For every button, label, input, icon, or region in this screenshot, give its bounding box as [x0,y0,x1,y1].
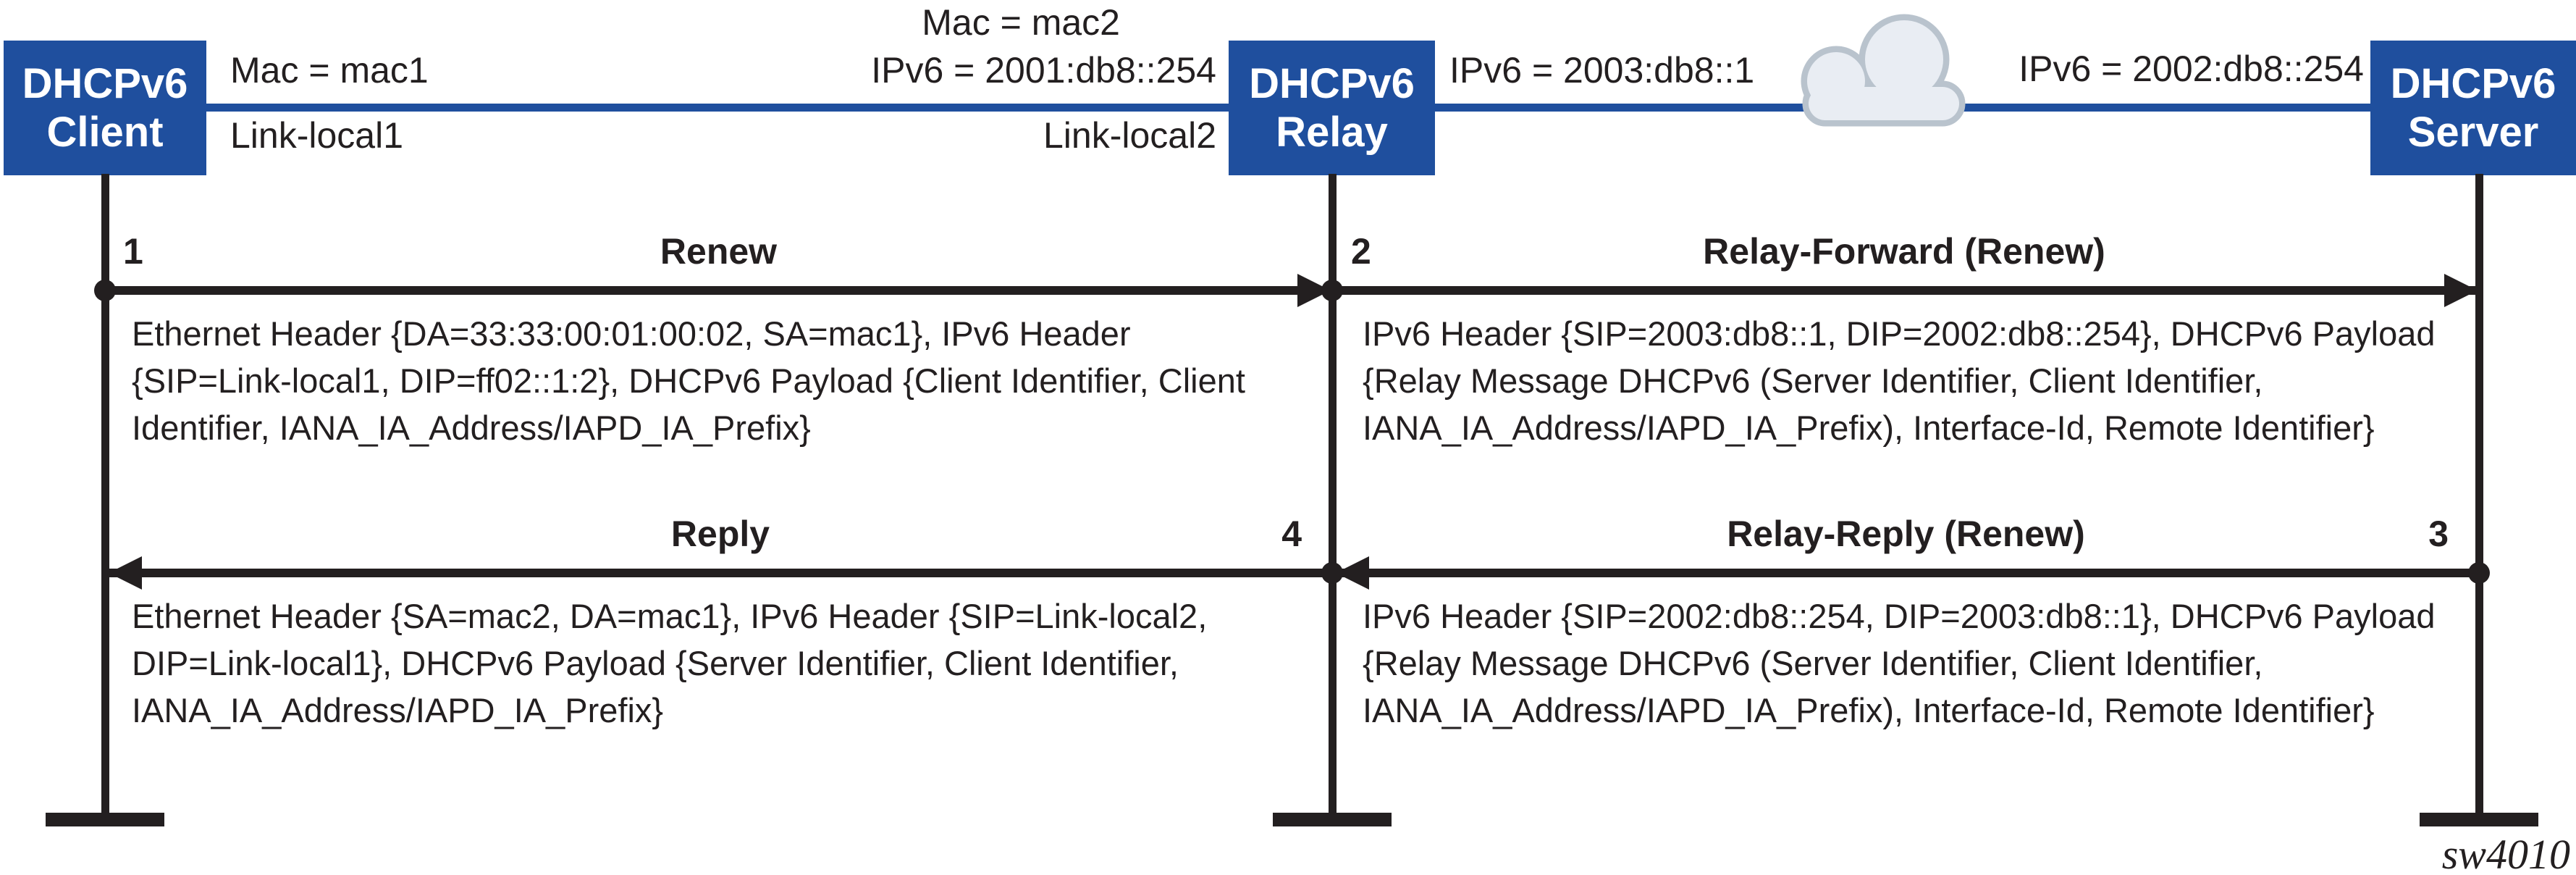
node-relay-line2: Relay [1276,109,1388,156]
message-2-arrow [1332,286,2476,295]
message-4-arrow [109,569,1332,577]
message-1-arrow [105,286,1332,295]
node-client-line1: DHCPv6 [22,60,188,107]
endbar-server [2420,813,2538,826]
figure-id: sw4010 [2441,831,2570,875]
label-relay-linklocal: Link-local2 [1043,115,1216,156]
message-1-label: Renew [660,231,778,272]
wan-cloud-icon [1801,14,1966,127]
node-client-line2: Client [46,109,164,156]
message-4-detail: Ethernet Header {SA=mac2, DA=mac1}, IPv6… [132,597,1208,729]
lifeline-relay [1329,174,1337,814]
message-3-number: 3 [2428,514,2449,554]
message-2-label: Relay-Forward (Renew) [1703,231,2105,272]
message-1-number: 1 [123,231,143,272]
label-relay-ipv6-left: IPv6 = 2001:db8::254 [871,50,1216,91]
message-3-arrow [1336,569,2476,577]
message-3-label: Relay-Reply (Renew) [1727,514,2085,554]
message-2-origin-dot [1321,280,1343,301]
node-dhcpv6-client: DHCPv6 Client [4,41,206,175]
message-1-origin-dot [94,280,116,301]
message-4-arrowhead [109,556,142,590]
label-relay-ipv6-right: IPv6 = 2003:db8::1 [1449,50,1755,91]
message-3-detail: IPv6 Header {SIP=2002:db8::254, DIP=2003… [1363,597,2436,729]
label-client-linklocal: Link-local1 [230,115,404,156]
message-3-arrowhead [1336,556,1369,590]
node-relay-line1: DHCPv6 [1249,60,1415,107]
endbar-client [46,813,164,826]
message-3-origin-dot [2468,562,2490,584]
lifeline-client [101,174,109,814]
link-line [206,104,2370,112]
message-2-arrowhead [2444,274,2478,307]
label-relay-mac: Mac = mac2 [922,2,1120,43]
node-server-line2: Server [2407,109,2539,156]
label-client-mac: Mac = mac1 [230,50,429,91]
endbar-relay [1273,813,1392,826]
message-4-label: Reply [670,514,770,554]
message-2-number: 2 [1351,231,1371,272]
message-1-detail: Ethernet Header {DA=33:33:00:01:00:02, S… [132,314,1245,447]
message-2-detail: IPv6 Header {SIP=2003:db8::1, DIP=2002:d… [1363,314,2436,447]
lifeline-server [2475,174,2483,814]
node-dhcpv6-server: DHCPv6 Server [2370,41,2576,175]
message-4-number: 4 [1281,514,1302,554]
node-server-line1: DHCPv6 [2390,60,2556,107]
label-server-ipv6: IPv6 = 2002:db8::254 [2019,49,2364,89]
